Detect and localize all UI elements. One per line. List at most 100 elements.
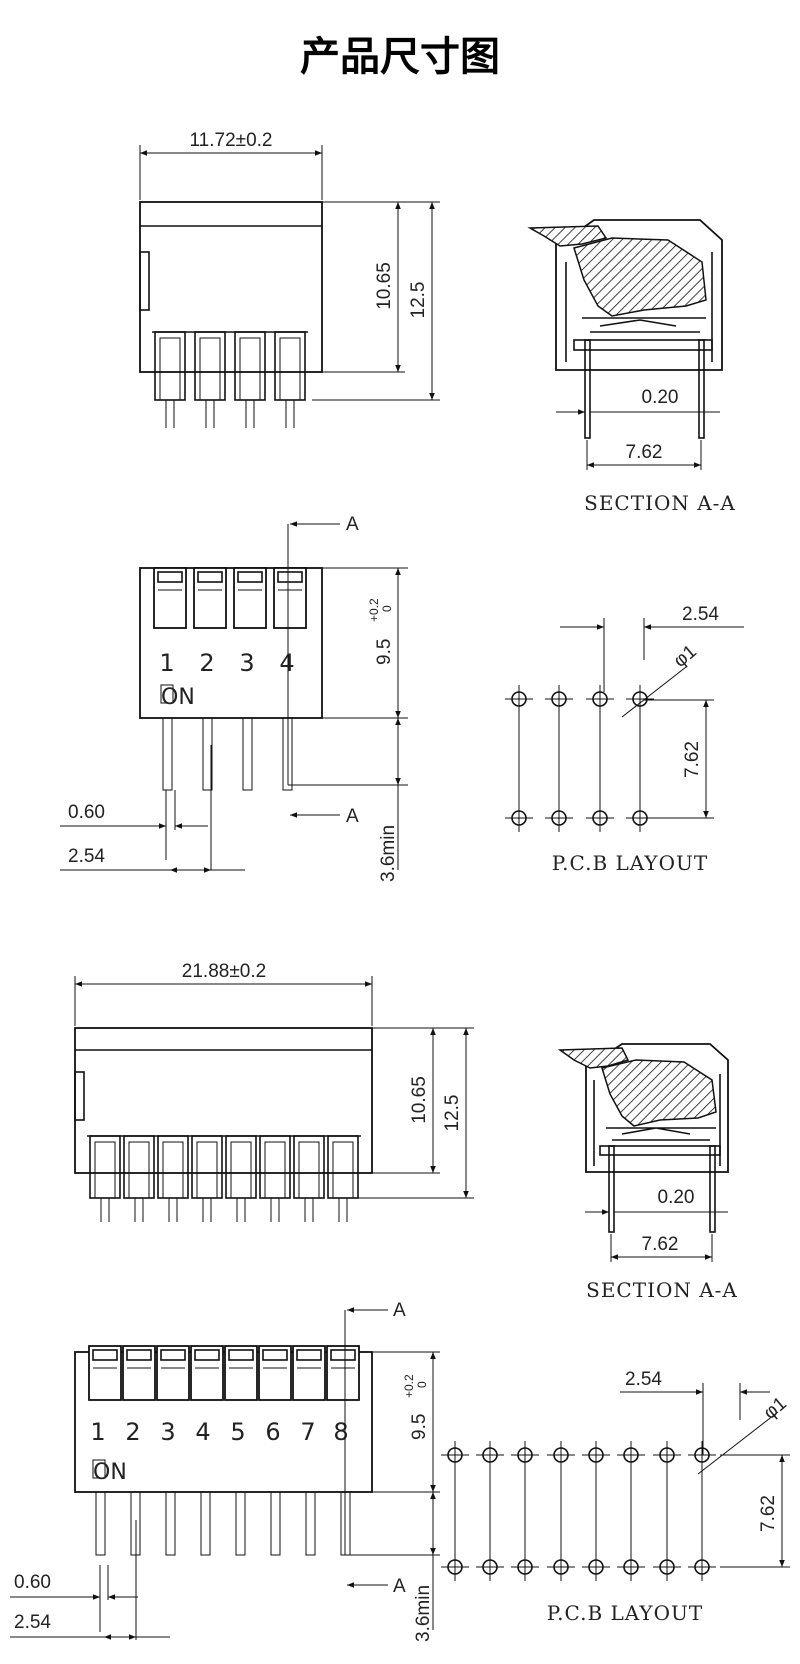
position-number: 4 — [195, 1418, 210, 1446]
pin-length-4pos: 3.6min — [378, 825, 399, 882]
section-label-4pos: SECTION A-A — [584, 491, 736, 515]
switch-actuator — [160, 1349, 186, 1361]
pcb-hole — [517, 1559, 533, 1575]
pin-slot — [230, 1141, 252, 1199]
pin-lead — [235, 1491, 246, 1556]
pin-slot — [264, 1141, 286, 1199]
pcb-hole — [588, 1559, 604, 1575]
switch-actuator — [262, 1349, 288, 1361]
tol-plus-8pos: +0.2 — [402, 1374, 416, 1398]
pin-slot — [239, 337, 261, 401]
pin-width-4pos: 0.60 — [68, 802, 105, 823]
switch-slot — [292, 1345, 326, 1401]
pcb-hole — [623, 1447, 639, 1463]
pcb-hole — [694, 1447, 710, 1463]
switch-actuator — [194, 1349, 220, 1361]
pin-slot — [279, 337, 301, 401]
position-number: 6 — [265, 1418, 280, 1446]
switch-slot — [156, 1345, 190, 1401]
section-marker-bottom-8pos: A — [393, 1576, 406, 1597]
section-pitch-4pos: 7.62 — [626, 442, 663, 463]
pcb-hole — [482, 1559, 498, 1575]
pcb-hole — [694, 1559, 710, 1575]
switch-slot — [326, 1345, 360, 1401]
switch-slot — [273, 567, 307, 629]
switch-slot — [233, 567, 267, 629]
top-height-4pos: 9.5 — [374, 639, 395, 665]
width-dim-4pos: 11.72±0.2 — [190, 130, 273, 151]
section-marker-bottom-4pos: A — [346, 806, 359, 827]
pin-length-8pos: 3.6min — [413, 1585, 434, 1642]
pcb-row-spacing-8pos: 7.62 — [758, 1495, 779, 1532]
pcb-hole — [553, 1559, 569, 1575]
switch-actuator — [157, 571, 183, 583]
pin-slot — [94, 1141, 116, 1199]
height-total-8pos: 12.5 — [442, 1095, 463, 1132]
section-thickness-4pos: 0.20 — [642, 387, 679, 408]
pin-slot — [199, 337, 221, 401]
pcb-hole — [551, 691, 567, 707]
switch-slot — [122, 1345, 156, 1401]
section-thickness-8pos: 0.20 — [658, 1187, 695, 1208]
pin-slot — [128, 1141, 150, 1199]
pcb-hole-4pos: φ1 — [670, 641, 701, 672]
position-number: 2 — [125, 1418, 140, 1446]
pin-lead — [242, 717, 253, 791]
section-view-8pos: 0.20 7.62 SECTION A-A — [557, 1043, 738, 1302]
pcb-hole — [632, 691, 648, 707]
section-pitch-8pos: 7.62 — [642, 1234, 679, 1255]
position-number: 2 — [199, 649, 214, 677]
pin-lead — [270, 1491, 281, 1556]
pcb-row-spacing-4pos: 7.62 — [682, 741, 703, 778]
pcb-hole — [511, 691, 527, 707]
tol-plus-4pos: +0.2 — [367, 598, 381, 622]
switch-slot — [224, 1345, 258, 1401]
pin-width-8pos: 0.60 — [14, 1572, 51, 1593]
position-number: 1 — [90, 1418, 105, 1446]
pin-lead — [305, 1491, 316, 1556]
switch-slot — [258, 1345, 292, 1401]
position-number: 3 — [160, 1418, 175, 1446]
pin-lead — [200, 1491, 211, 1556]
switch-actuator — [277, 571, 303, 583]
pin-lead — [162, 717, 173, 791]
pcb-hole — [511, 810, 527, 826]
pin-pitch-4pos: 2.54 — [68, 846, 105, 867]
tol-zero-8pos: 0 — [415, 1381, 429, 1388]
section-marker-top-4pos: A — [346, 514, 359, 535]
pcb-layout-4pos: 2.54 φ1 7.62 P.C.B LAYOUT — [505, 604, 744, 875]
switch-actuator — [92, 1349, 118, 1361]
pcb-pitch-8pos: 2.54 — [625, 1369, 662, 1390]
pcb-hole-8pos: φ1 — [760, 1393, 791, 1424]
section-marker-top-8pos: A — [393, 1300, 406, 1321]
switch-slot — [88, 1345, 122, 1401]
pcb-label-4pos: P.C.B LAYOUT — [552, 851, 708, 875]
position-number: 4 — [279, 649, 294, 677]
switch-slot — [190, 1345, 224, 1401]
position-number: 8 — [333, 1418, 348, 1446]
height-body-8pos: 10.65 — [409, 1076, 430, 1124]
section-label-8pos: SECTION A-A — [586, 1278, 738, 1302]
pcb-hole — [659, 1559, 675, 1575]
pcb-hole — [592, 810, 608, 826]
pin-pitch-8pos: 2.54 — [14, 1612, 51, 1633]
pcb-hole — [623, 1559, 639, 1575]
switch-slot — [153, 567, 187, 629]
position-number: 1 — [159, 649, 174, 677]
position-number: 7 — [300, 1418, 315, 1446]
pcb-hole — [551, 810, 567, 826]
pin-slot — [298, 1141, 320, 1199]
tol-zero-4pos: 0 — [380, 605, 394, 612]
section-view-4pos: 0.20 7.62 SECTION A-A — [527, 219, 736, 515]
pcb-hole — [447, 1559, 463, 1575]
top-height-8pos: 9.5 — [409, 1414, 430, 1440]
pin-slot — [162, 1141, 184, 1199]
pin-lead — [202, 717, 213, 791]
switch-actuator — [330, 1349, 356, 1361]
front-view-4pos: 11.72±0.2 10.65 12.5 — [139, 130, 440, 428]
switch-actuator — [126, 1349, 152, 1361]
pcb-hole — [588, 1447, 604, 1463]
pcb-hole — [592, 691, 608, 707]
